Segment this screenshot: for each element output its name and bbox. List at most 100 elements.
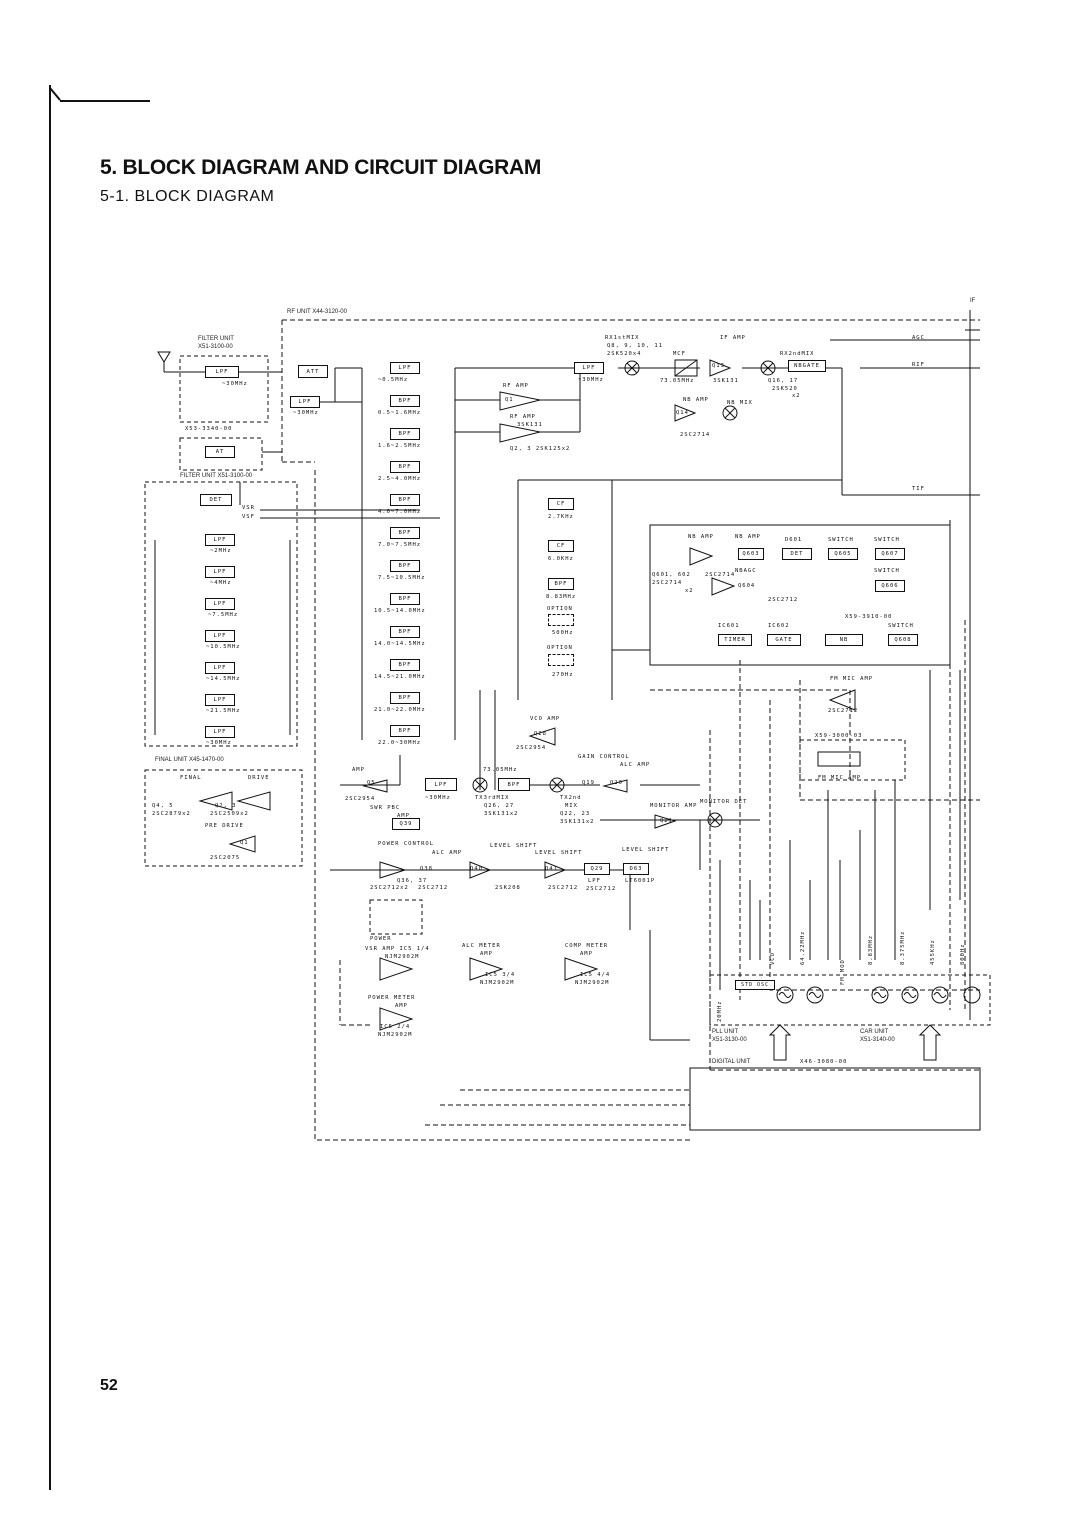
- osc-ref: 20MHz: [717, 1000, 723, 1022]
- mix-label: MIX: [565, 803, 578, 809]
- alc-meter-amp: AMP: [480, 951, 493, 957]
- rx2nd-mix-label: RX2ndMIX: [780, 351, 815, 357]
- osc-f3: 8.375MHz: [900, 930, 906, 966]
- cf-band: 500Hz: [552, 630, 574, 636]
- cf-band: 270Hz: [552, 672, 574, 678]
- q601-label: Q601, 602: [652, 572, 691, 578]
- nb-mix-label: NB MIX: [727, 400, 753, 406]
- comp-amp: AMP: [580, 951, 593, 957]
- vsr-amp-label: VSR AMP IC5 1/4: [365, 946, 430, 952]
- q19-label: Q19: [582, 780, 595, 786]
- q606-block: Q606: [875, 580, 905, 592]
- nbgate-block: NBGATE: [788, 360, 826, 372]
- rf-band: 22.0~30MHz: [378, 740, 422, 746]
- switch2-label: SWITCH: [874, 537, 900, 543]
- pre-drive-label: PRE DRIVE: [205, 823, 244, 829]
- cf-band: 2.7KHz: [548, 514, 574, 520]
- if-edge-label: IF: [970, 298, 976, 304]
- rf-bpf: BPF: [390, 593, 420, 605]
- filter-band: ~14.5MHz: [206, 676, 241, 682]
- rf-band: 4.0~7.0MHz: [378, 509, 422, 515]
- njm1-label: NJM2902M: [385, 954, 420, 960]
- digital-unit-label: DIGITAL UNIT: [712, 1059, 751, 1065]
- fm-mic-t: 2SC2712: [828, 708, 859, 714]
- rf-band: 7.5~10.5MHz: [378, 575, 426, 581]
- q41-label: Q41: [545, 866, 558, 872]
- timer-block: TIMER: [718, 634, 752, 646]
- rf-bpf: BPF: [390, 428, 420, 440]
- option-filter: [548, 614, 574, 626]
- att-block: ATT: [298, 365, 328, 378]
- page-number: 52: [100, 1377, 118, 1394]
- tx-lpf-band: ~30MHz: [425, 795, 451, 801]
- q28-label: Q28: [534, 731, 547, 737]
- power-amp: AMP: [395, 1003, 408, 1009]
- filter-band: ~4MHz: [210, 580, 232, 586]
- q40-label: Q40: [470, 866, 483, 872]
- car-unit-code: X51-3140-00: [860, 1037, 895, 1043]
- q5-t: 2SC2954: [345, 796, 376, 802]
- vsr-label: VSR: [242, 505, 255, 511]
- q22-t: 3SK131x2: [560, 819, 595, 825]
- q1-label: Q1: [505, 397, 514, 403]
- rf-unit-label: RF UNIT X44-3120-00: [287, 309, 347, 315]
- q14-t: 2SC2714: [680, 432, 711, 438]
- rf-band: 14.5~21.0MHz: [374, 674, 426, 680]
- rf-bpf: BPF: [390, 626, 420, 638]
- q36-label: Q36, 37: [397, 878, 428, 884]
- txmix-label: TX3rdMIX: [475, 795, 510, 801]
- final-q4: Q4, 5: [152, 803, 174, 809]
- d601-label: D601: [785, 537, 803, 543]
- mcf-label: MCF: [673, 351, 686, 357]
- rx1st-mix-label: RX1stMIX: [605, 335, 640, 341]
- rf-band: 7.0~7.5MHz: [378, 542, 422, 548]
- nb-block: NB: [825, 634, 863, 646]
- q608-block: Q608: [888, 634, 918, 646]
- tif-label: TIF: [912, 486, 925, 492]
- q29-block: Q29: [584, 863, 610, 875]
- q40-t: 2SC2712: [418, 885, 449, 891]
- final-q1: Q1: [240, 840, 249, 846]
- std-osc-block: STD OSC: [735, 980, 775, 990]
- lpf30-band: ~30MHz: [578, 377, 604, 383]
- q20-label: Q20: [610, 780, 623, 786]
- q26-t: 3SK131x2: [484, 811, 519, 817]
- nbagc-label: NBAGC: [735, 568, 757, 574]
- filter-lpf: LPF: [205, 726, 235, 738]
- option-filter: [548, 654, 574, 666]
- q16-x: x2: [792, 393, 801, 399]
- q38-label: Q38: [420, 866, 433, 872]
- tx-freq: 73.05MHz: [483, 767, 518, 773]
- gate-block: GATE: [767, 634, 801, 646]
- level-shift-label: LEVEL SHIFT: [490, 843, 538, 849]
- cf-filter: CF: [548, 540, 574, 552]
- q5-label: Q5: [367, 780, 376, 786]
- q14-label: Q14: [676, 410, 689, 416]
- q16-t: 2SK520: [772, 386, 798, 392]
- q22-label: Q22, 23: [560, 811, 591, 817]
- tx-lpf: LPF: [425, 778, 457, 791]
- final-q1-t: 2SC2075: [210, 855, 241, 861]
- alc-amp2-label: ALC AMP: [432, 850, 463, 856]
- cf-bpf: BPF: [548, 578, 574, 590]
- nb-amp2-label: NB AMP: [735, 534, 761, 540]
- rf-band: 2.5~4.0MHz: [378, 476, 422, 482]
- det-block-2: DET: [782, 548, 812, 560]
- final-q2-t: 2SC2509x2: [210, 811, 249, 817]
- d63-block: D63: [623, 863, 649, 875]
- car-unit-label: CAR UNIT: [860, 1029, 889, 1035]
- swr-pbc-label: SWR PBC: [370, 805, 401, 811]
- q607-block: Q607: [875, 548, 905, 560]
- alc-meter-label: ALC METER: [462, 943, 501, 949]
- osc-f5: 800Hz: [960, 943, 966, 965]
- ic601-label: IC601: [718, 623, 740, 629]
- nb-amp-label: NB AMP: [688, 534, 714, 540]
- filter-band: ~10.5MHz: [206, 644, 241, 650]
- tx-lpf2-label: LPF: [588, 878, 601, 884]
- osc-f1: 64.22MHz: [800, 930, 806, 966]
- amp2-label: AMP: [397, 813, 410, 819]
- vsf-label: VSF: [242, 514, 255, 520]
- cf-band: 6.0KHz: [548, 556, 574, 562]
